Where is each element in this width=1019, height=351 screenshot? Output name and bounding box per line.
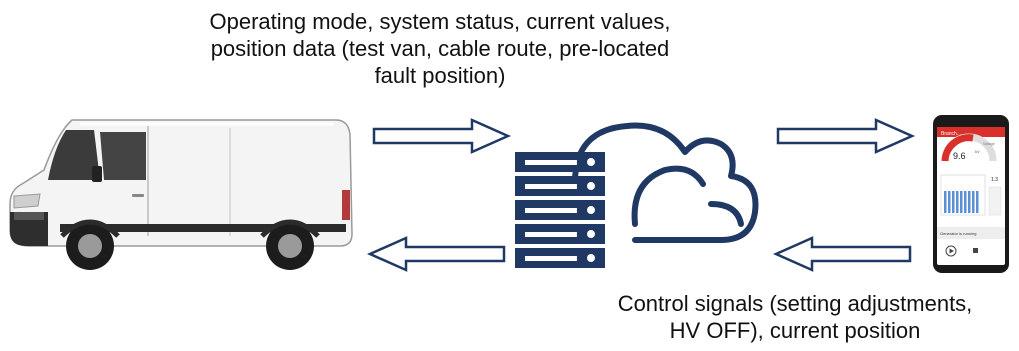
- cloud-icon: [572, 122, 759, 243]
- server-icon: [515, 152, 605, 268]
- phone-side-value: 1.3: [991, 177, 998, 183]
- caption-line: fault position): [374, 63, 506, 88]
- smartphone-icon: Branch... 9.6 kV Voltage 1.3 Generator i…: [933, 115, 1009, 273]
- downstream-signal-caption: Control signals (setting adjustments, HV…: [560, 290, 1019, 344]
- phone-gauge-value: 9.6: [953, 151, 966, 161]
- phone-status-text: Generator is running: [940, 231, 976, 236]
- phone-gauge-side-label: Voltage: [983, 142, 995, 146]
- arrow-right-icon: [776, 118, 916, 154]
- phone-app-title: Branch...: [941, 131, 961, 137]
- caption-line: HV OFF), current position: [669, 318, 921, 343]
- phone-gauge-unit: kV: [975, 149, 980, 154]
- upstream-data-caption: Operating mode, system status, current v…: [110, 8, 770, 89]
- caption-line: Operating mode, system status, current v…: [209, 9, 671, 34]
- caption-line: position data (test van, cable route, pr…: [210, 36, 670, 61]
- arrow-left-icon: [366, 236, 506, 272]
- van-image: [9, 119, 353, 270]
- arrow-left-icon: [772, 236, 912, 272]
- arrow-right-icon: [372, 118, 512, 154]
- caption-line: Control signals (setting adjustments,: [617, 291, 973, 316]
